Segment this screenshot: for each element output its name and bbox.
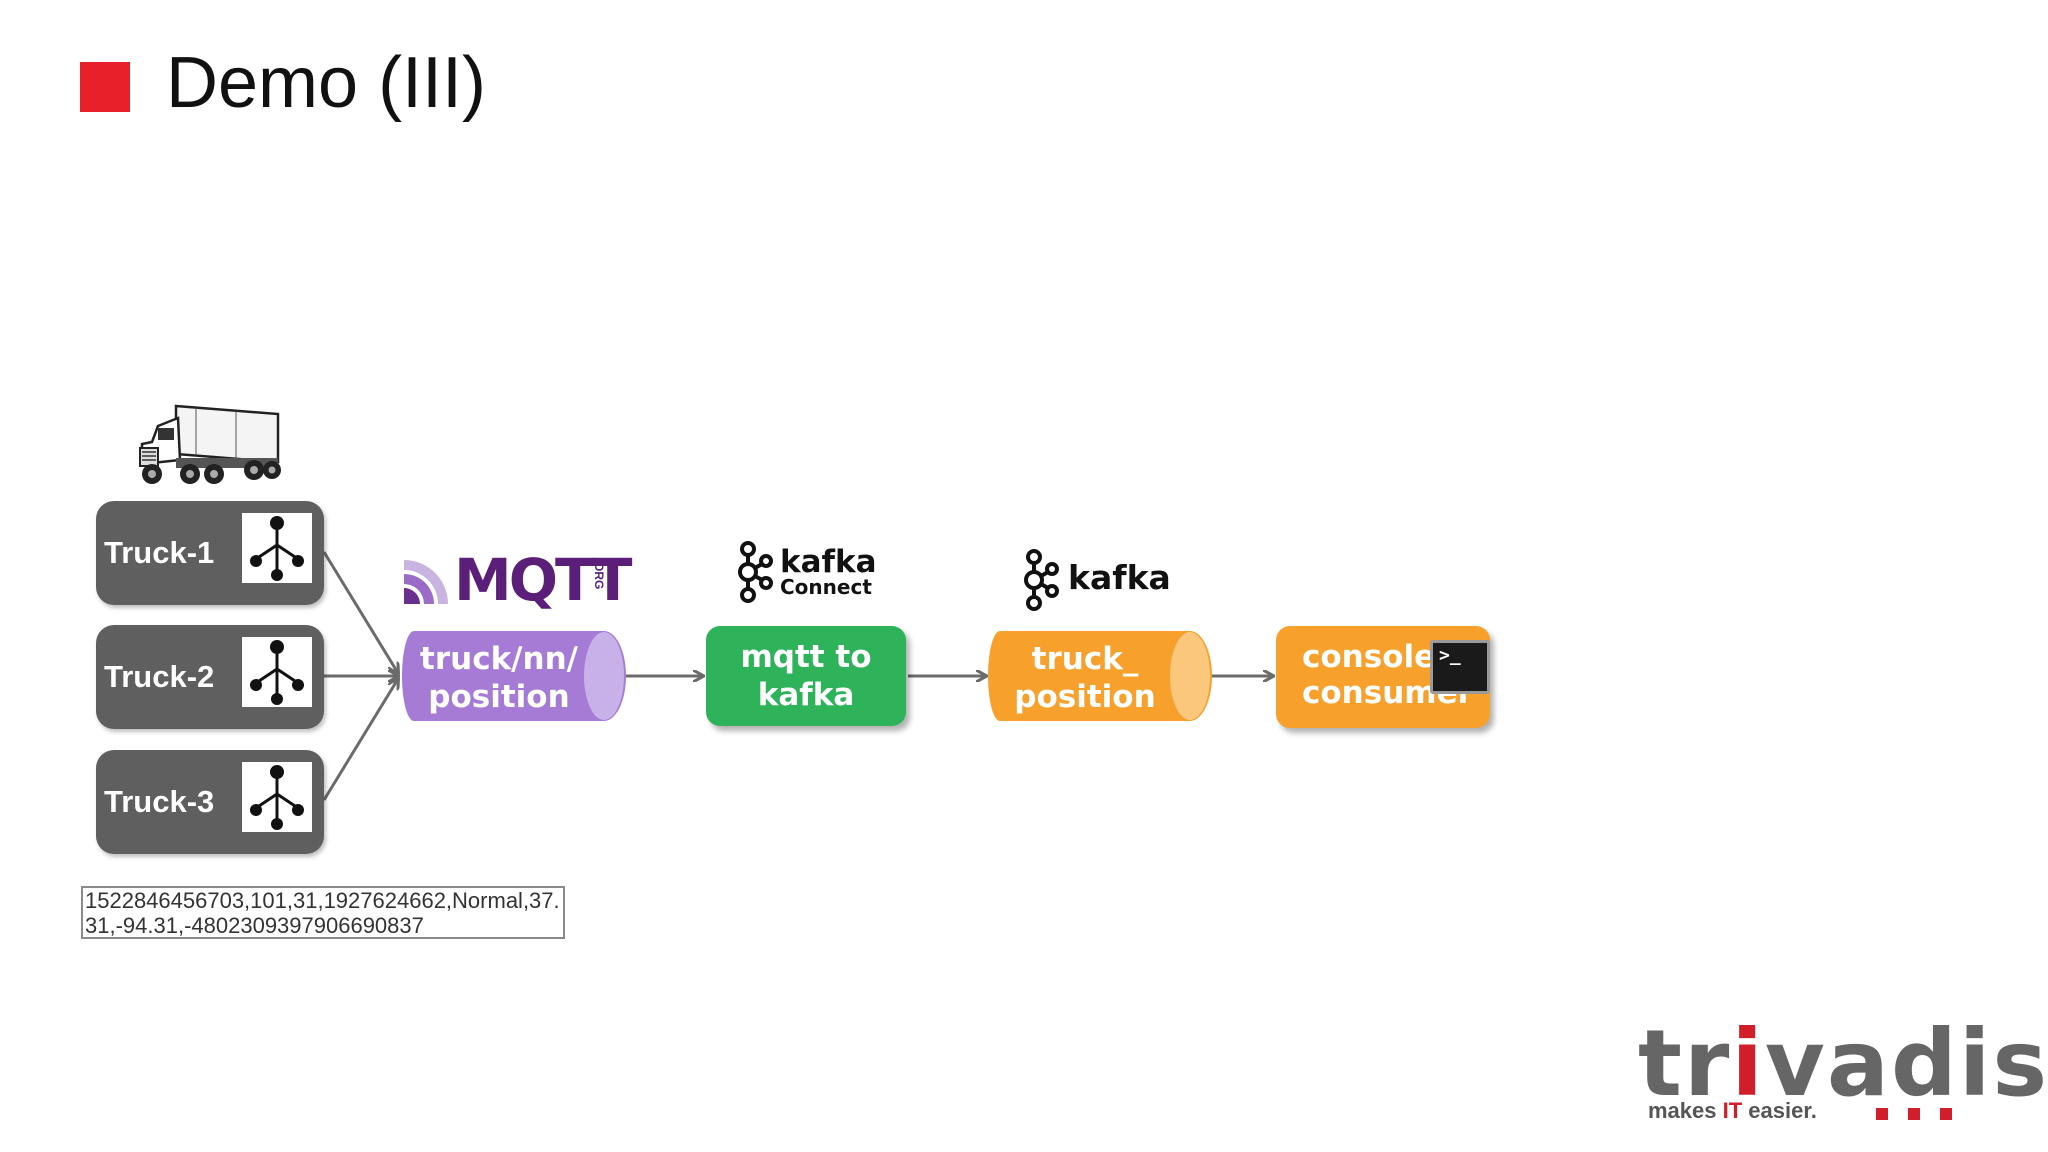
kafka-topic-line2: position [1014,679,1156,715]
arrow-truck3-mqtt [322,679,398,801]
mqtt-topic-node: truck/nn/ position [400,630,628,722]
kafka-icon [738,541,773,603]
kafka-topic-node: truck_ position [986,630,1214,722]
arrow-truck1-mqtt [322,551,398,673]
truck-3-label: Truck-3 [104,784,215,819]
tagline-part2: easier. [1742,1098,1817,1123]
connector-line2: kafka [757,677,855,713]
truck-1-node: Truck-1 [96,501,324,605]
trivadis-tagline: makes IT easier. [1648,1098,1817,1124]
consumer-line1: console [1302,639,1436,675]
tagline-part1: makes [1648,1098,1723,1123]
page-title: Demo (III) [166,43,487,123]
sample-message-box: 1522846456703,101,31,1927624662,Normal,3… [81,886,565,939]
tagline-it: IT [1722,1098,1743,1123]
truck-3-node: Truck-3 [96,750,324,854]
terminal-icon: >_ [1430,640,1490,694]
mqtt-topic-line1: truck/nn/ [420,641,578,677]
truck-2-node: Truck-2 [96,625,324,729]
mqtt-logo-text: MQTT [454,546,632,614]
mqtt-logo: MQTT ORG [404,548,632,612]
mqtt-topic-line2: position [428,679,570,715]
kafka-connect-logo: kafka Connect [734,540,884,604]
brand-dot [1908,1108,1920,1120]
sensor-tree-icon [242,637,312,707]
kafka-connect-node: mqtt to kafka [706,626,906,726]
sensor-tree-icon [242,762,312,832]
brand-dot [1940,1108,1952,1120]
truck-2-label: Truck-2 [104,659,215,694]
logo-part1: tr [1638,1010,1732,1117]
sensor-tree-icon [242,513,312,583]
connector-line1: mqtt to [740,639,872,675]
brand-dot [1876,1108,1888,1120]
title-bullet [80,62,130,112]
kafka-logo: kafka [1020,548,1171,612]
kafka-connect-logo-line1: kafka [780,544,877,580]
kafka-logo-text: kafka [1068,558,1171,597]
truck-image [139,404,281,484]
kafka-icon [1024,549,1059,611]
sample-message-line2: 31,-94.31,-4802309397906690837 [85,913,424,938]
logo-i: i [1731,1010,1765,1117]
sample-message-line1: 1522846456703,101,31,1927624662,Normal,3… [85,888,560,913]
trivadis-logo: trivadis [1638,1014,2048,1114]
terminal-prompt: >_ [1439,645,1461,666]
logo-part2: vadis [1764,1010,2048,1117]
kafka-topic-line1: truck_ [1031,641,1139,677]
console-consumer-node: console consumer >_ [1276,626,1490,728]
mqtt-signal-icon [404,560,448,604]
truck-1-label: Truck-1 [104,535,215,570]
kafka-connect-logo-line2: Connect [780,575,872,599]
mqtt-logo-suffix: ORG [592,562,606,590]
